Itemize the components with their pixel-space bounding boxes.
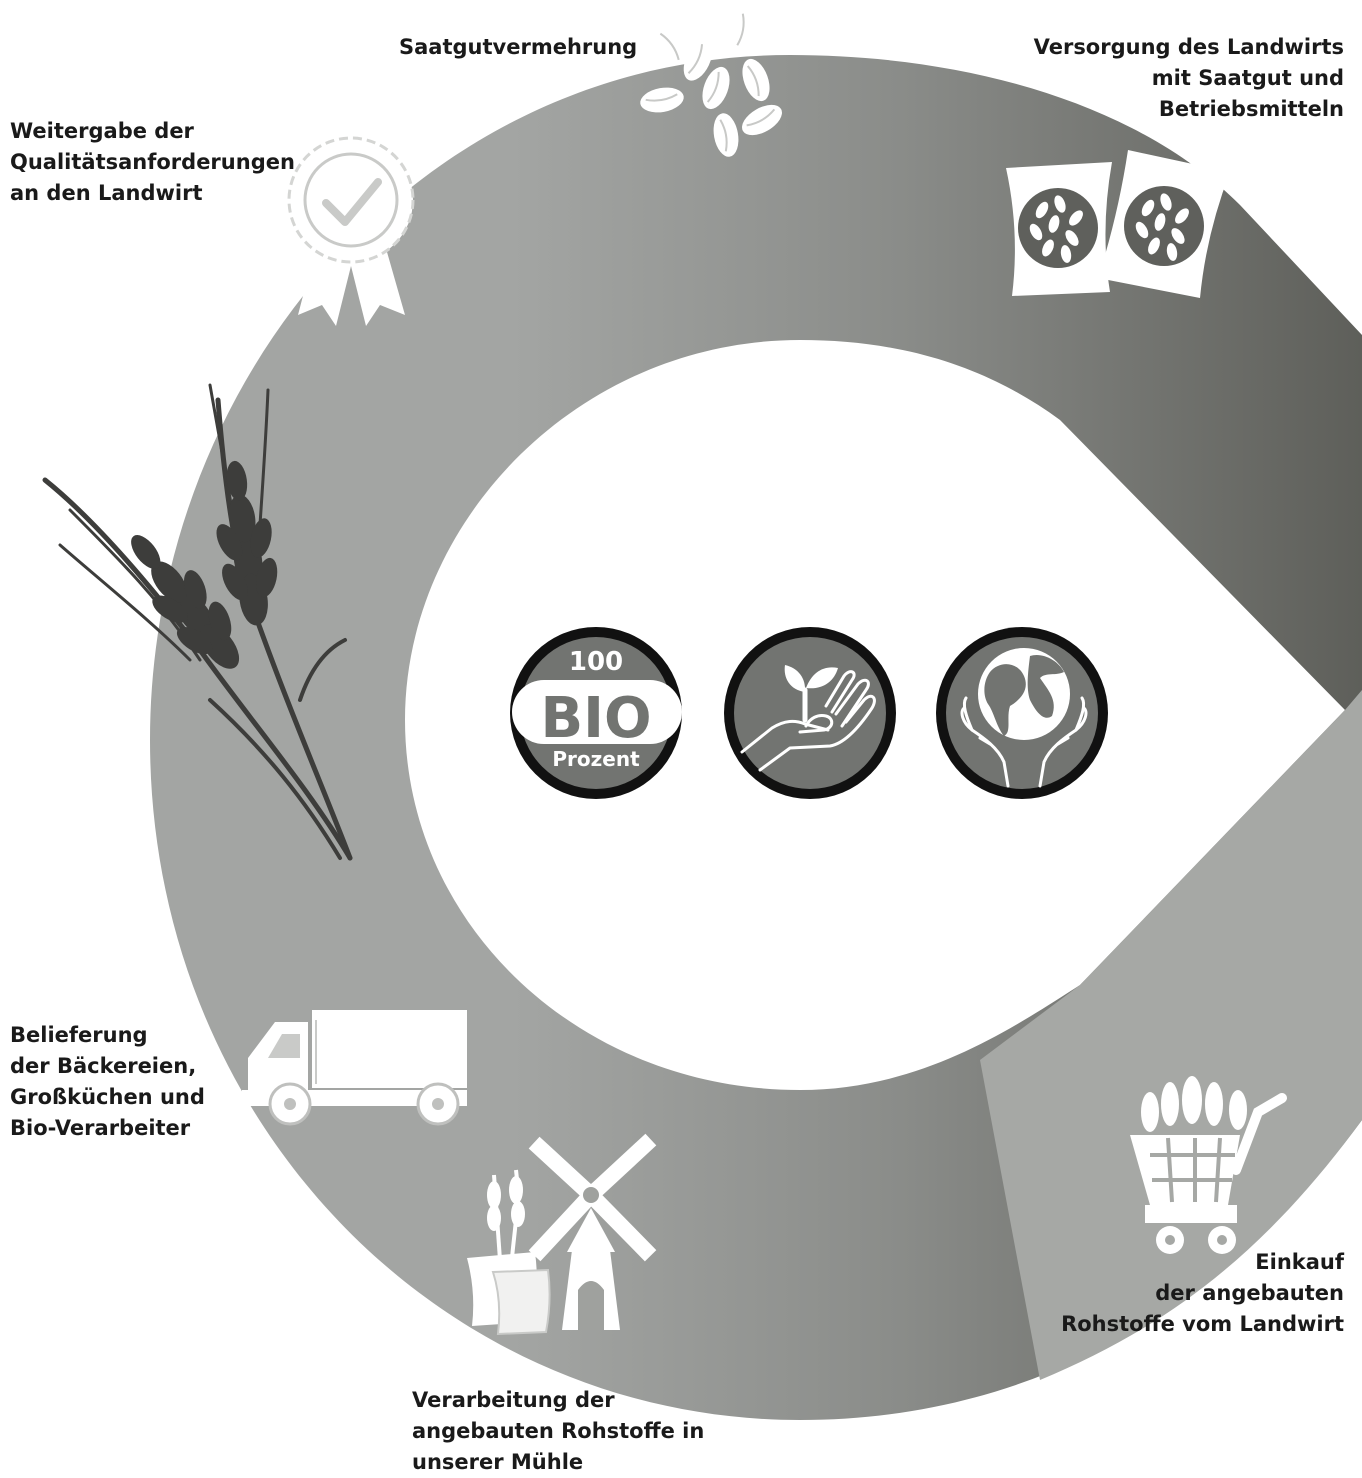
grain-sacks-icon bbox=[467, 1169, 551, 1336]
ring-lower-arm bbox=[980, 690, 1362, 1380]
badge-bio-100: 100 BIO Prozent bbox=[510, 627, 682, 799]
windmill-icon bbox=[528, 1133, 657, 1330]
seedling-hand-icon bbox=[740, 670, 876, 772]
wheat-ears bbox=[131, 460, 278, 669]
award-icon bbox=[287, 136, 415, 326]
label-processing: Verarbeitung der angebauten Rohstoffe in… bbox=[412, 1388, 705, 1474]
label-quality-requirements: Weitergabe der Qualitätsanforderungen an… bbox=[10, 119, 295, 205]
bio-top-label: 100 bbox=[569, 647, 623, 677]
seed-bags-icon bbox=[1006, 150, 1230, 298]
badge-seedling-hand bbox=[724, 627, 896, 799]
bio-bottom-label: Prozent bbox=[552, 747, 640, 771]
label-seed-multiplication: Saatgutvermehrung bbox=[399, 35, 638, 59]
label-purchase: Einkauf der angebauten Rohstoffe vom Lan… bbox=[1061, 1250, 1344, 1336]
label-farmer-supply: Versorgung des Landwirts mit Saatgut und… bbox=[1033, 35, 1344, 121]
cart-icon bbox=[1130, 1076, 1287, 1254]
badge-globe-hands bbox=[936, 627, 1108, 799]
truck-icon bbox=[242, 1010, 467, 1126]
label-delivery: Belieferung der Bäckereien, Großküchen u… bbox=[10, 1023, 205, 1140]
bio-main-label: BIO bbox=[540, 686, 651, 751]
